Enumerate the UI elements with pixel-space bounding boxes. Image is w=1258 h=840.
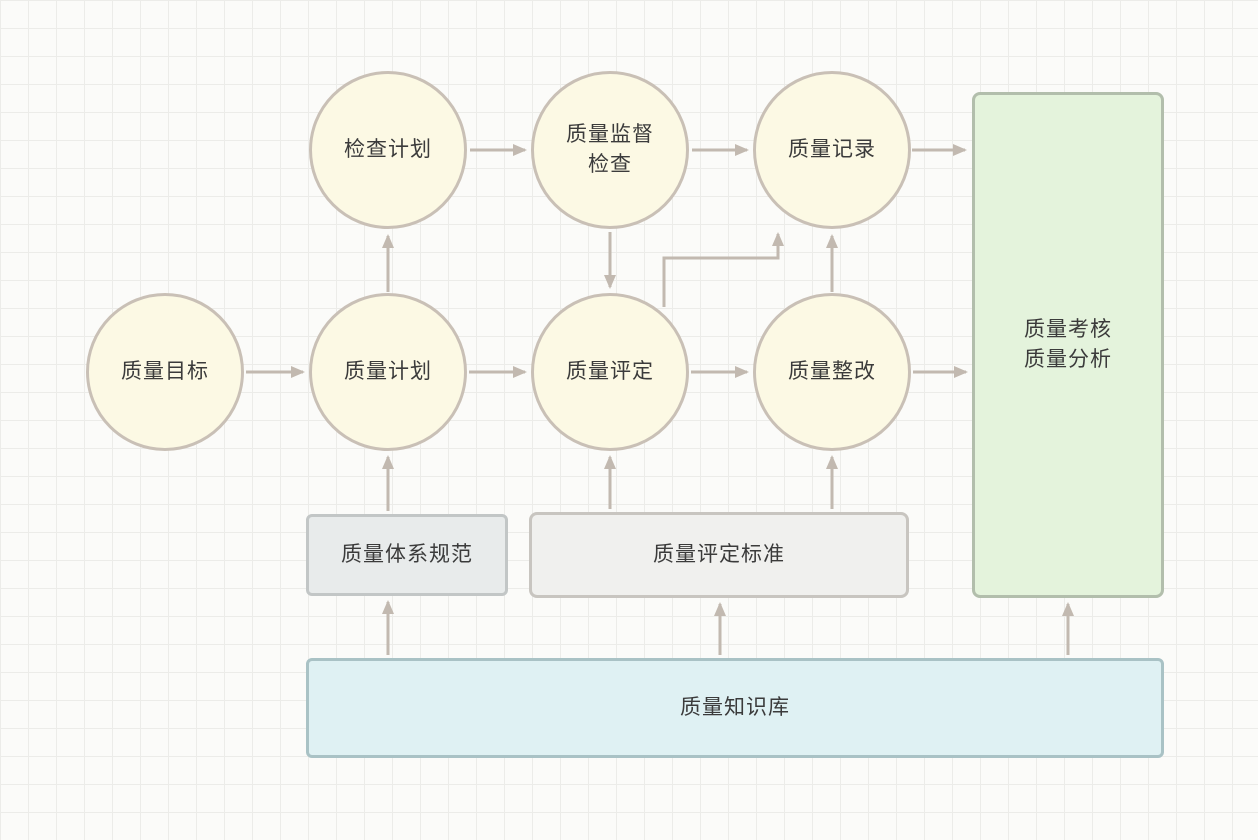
node-quality-objective: 质量目标 xyxy=(86,293,244,451)
node-quality-assessment-standard: 质量评定标准 xyxy=(529,512,909,598)
node-inspection-plan: 检查计划 xyxy=(309,71,467,229)
node-supervision-inspection: 质量监督 检查 xyxy=(531,71,689,229)
node-inspection-plan-label: 检查计划 xyxy=(344,137,432,161)
node-quality-knowledge-base: 质量知识库 xyxy=(306,658,1164,758)
node-quality-rectification: 质量整改 xyxy=(753,293,911,451)
node-quality-system-spec: 质量体系规范 xyxy=(306,514,508,596)
node-quality-plan-label: 质量计划 xyxy=(344,359,432,383)
node-quality-review-analysis-label: 质量考核 质量分析 xyxy=(1024,317,1112,371)
node-quality-review-analysis: 质量考核 质量分析 xyxy=(972,92,1164,598)
node-quality-objective-label: 质量目标 xyxy=(121,359,209,383)
arrow-quality-assessment-to-quality-record xyxy=(662,232,784,307)
node-quality-record: 质量记录 xyxy=(753,71,911,229)
node-quality-record-label: 质量记录 xyxy=(788,137,876,161)
node-quality-knowledge-base-label: 质量知识库 xyxy=(680,695,790,719)
node-quality-assessment: 质量评定 xyxy=(531,293,689,451)
node-quality-assessment-label: 质量评定 xyxy=(566,359,654,383)
node-quality-assessment-standard-label: 质量评定标准 xyxy=(653,542,785,566)
node-supervision-inspection-label: 质量监督 检查 xyxy=(566,122,654,176)
node-quality-system-spec-label: 质量体系规范 xyxy=(341,542,473,566)
node-quality-rectification-label: 质量整改 xyxy=(788,359,876,383)
node-quality-plan: 质量计划 xyxy=(309,293,467,451)
